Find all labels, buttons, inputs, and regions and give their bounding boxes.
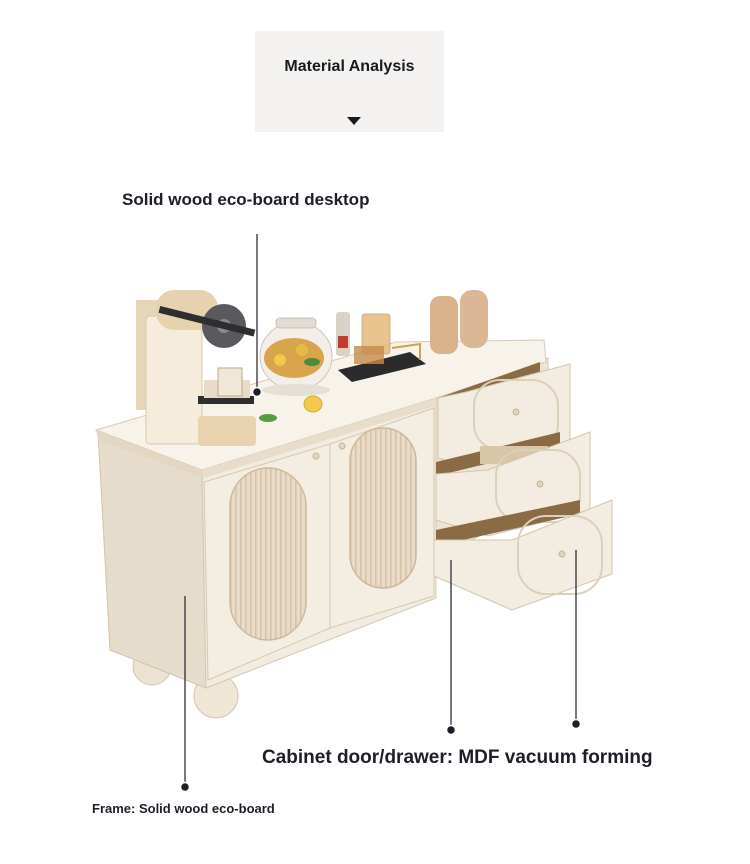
door-drawer-callout-label: Cabinet door/drawer: MDF vacuum forming: [262, 747, 653, 768]
glass-teapot: [259, 317, 333, 396]
drawer-bottom: [433, 499, 613, 611]
frame-callout-label: Frame: Solid wood eco-board: [92, 801, 275, 816]
right-door: [329, 407, 435, 629]
desktop-edge: [96, 430, 204, 478]
left-door: [203, 443, 331, 681]
leaf: [259, 414, 277, 422]
circle-dot-icon: [445, 724, 457, 736]
triangle-down-icon: [347, 117, 361, 125]
vase-tall: [460, 290, 488, 348]
vase-short: [430, 296, 458, 354]
circle-dot-icon: [251, 386, 263, 398]
desktop-front-edge: [202, 398, 436, 478]
circle-dot-icon: [179, 781, 191, 793]
tray-and-jars: [336, 312, 426, 382]
circle-dot-icon: [570, 718, 582, 730]
lemon-slice: [303, 395, 323, 413]
desktop-callout-label: Solid wood eco-board desktop: [122, 190, 370, 209]
material-analysis-header: Material Analysis: [255, 31, 444, 132]
header-title: Material Analysis: [284, 58, 415, 75]
coffee-machine: [136, 290, 256, 446]
